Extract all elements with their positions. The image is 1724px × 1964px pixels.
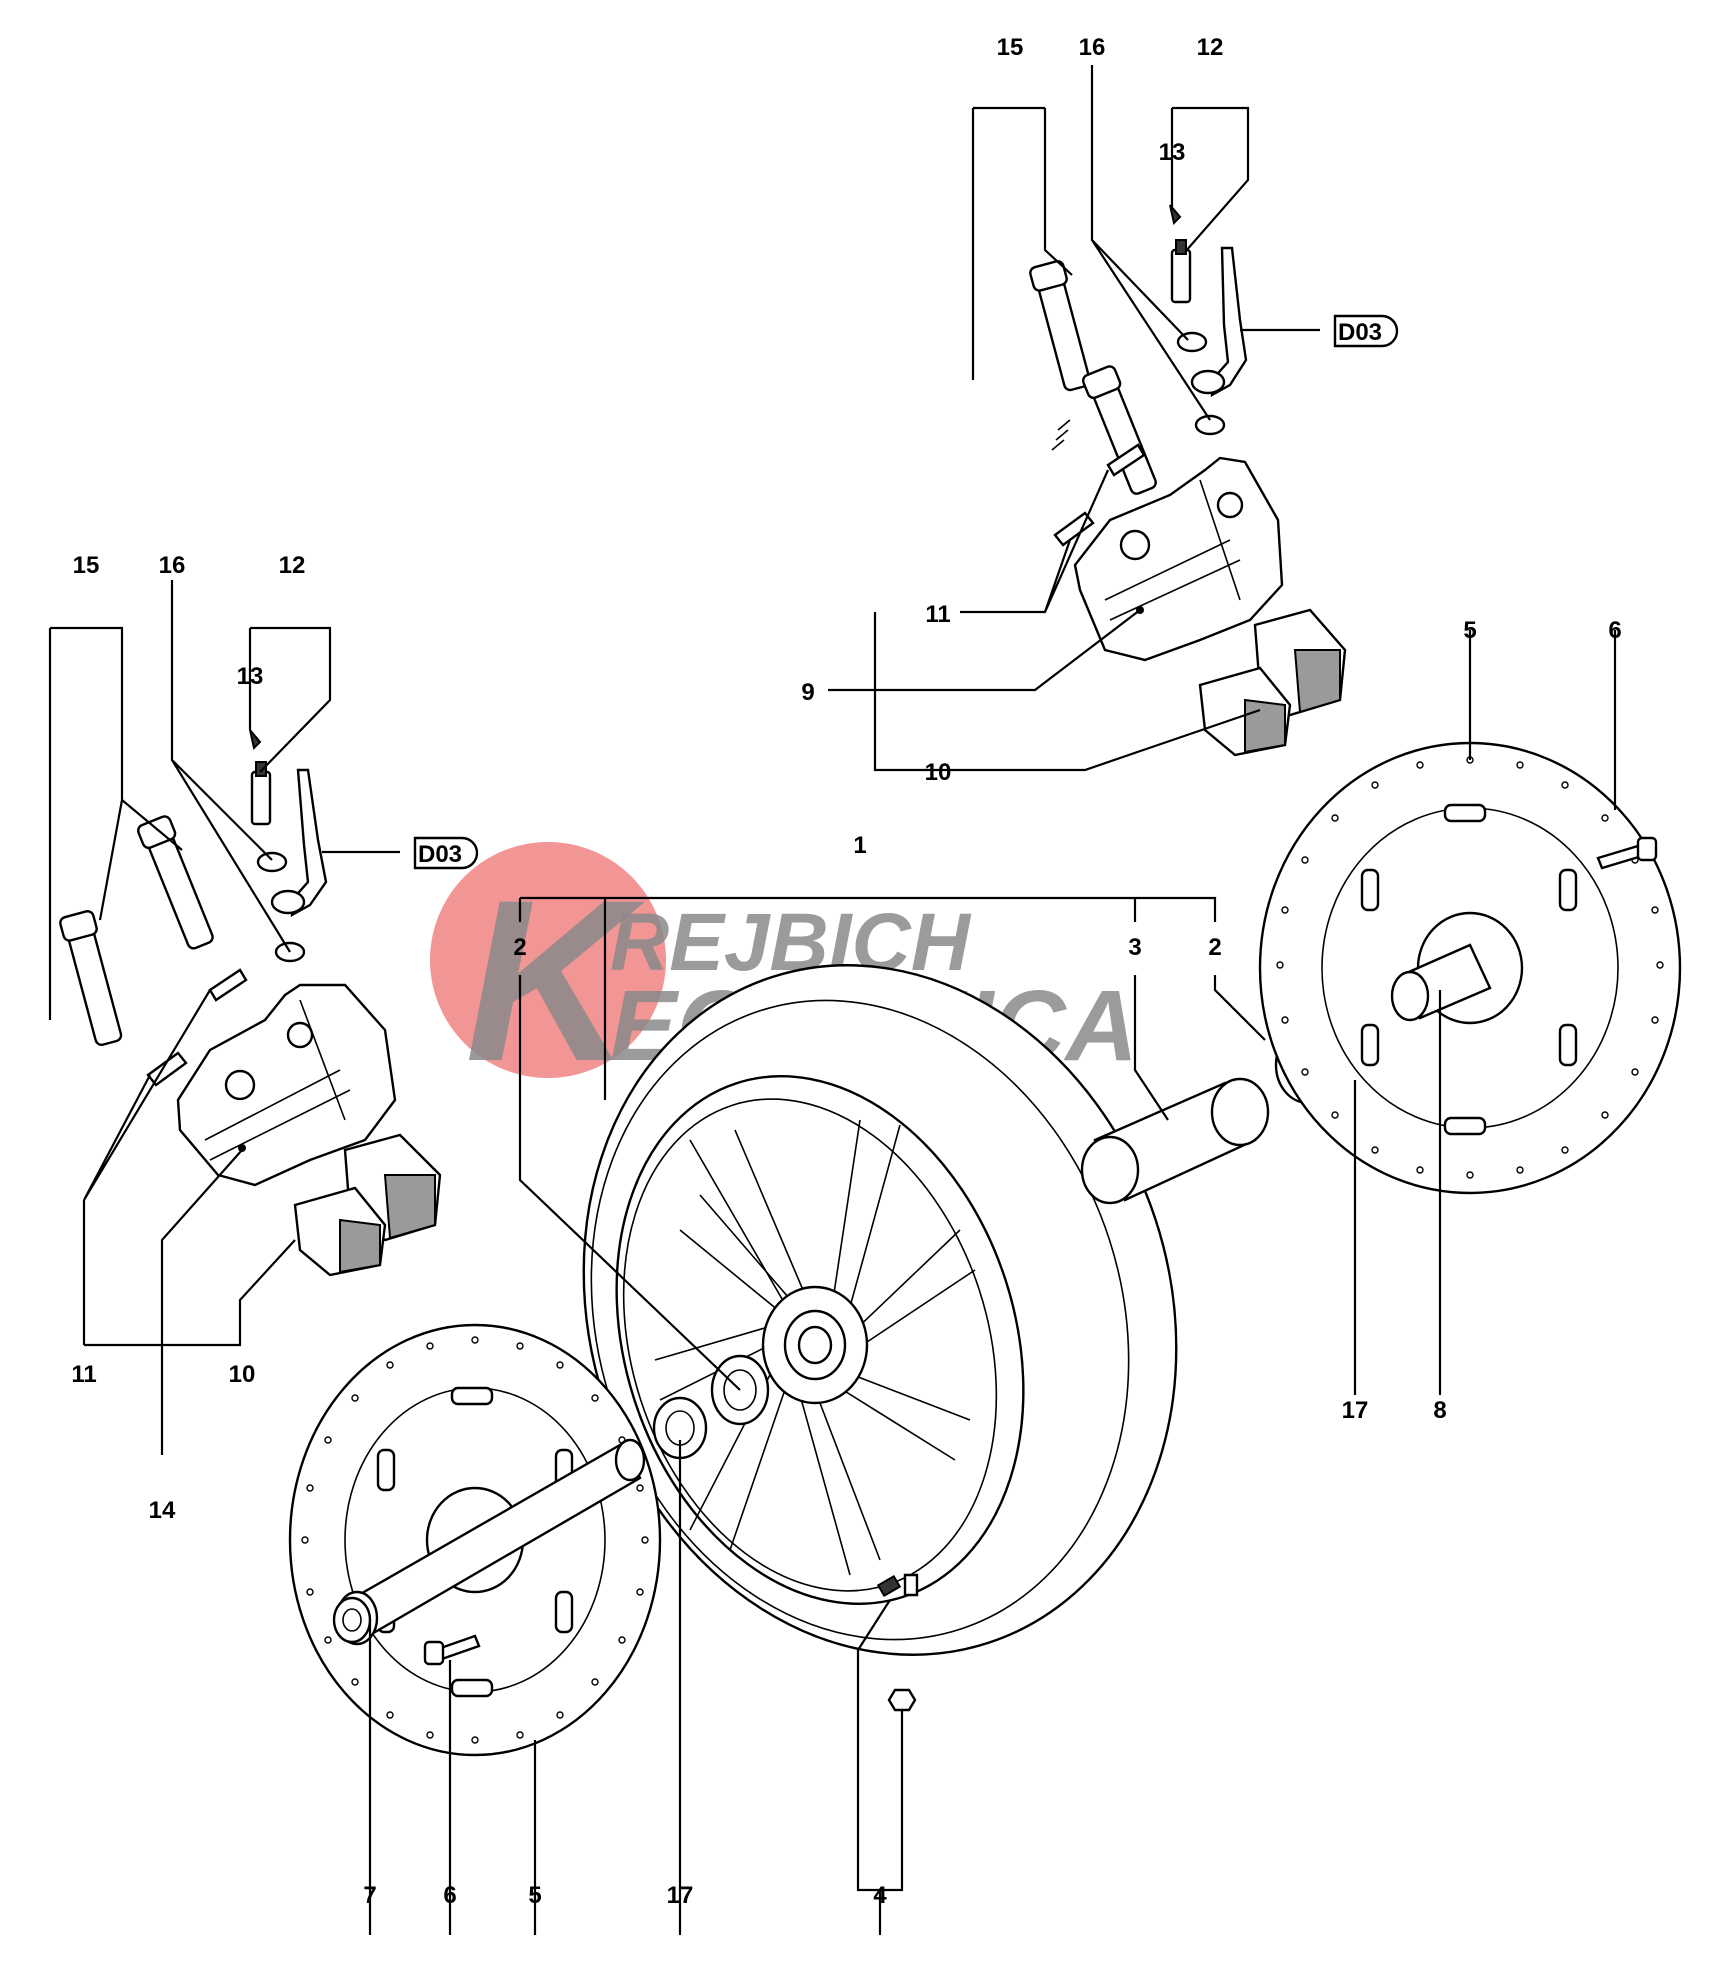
brake-pads-right bbox=[1198, 608, 1347, 757]
pad-clip-left-2 bbox=[208, 968, 248, 1002]
callout-13-left: 13 bbox=[237, 663, 264, 690]
callout-17-right: 17 bbox=[1342, 1397, 1369, 1424]
left-caliper-assembly bbox=[59, 729, 442, 1277]
bleed-valve-right bbox=[1169, 204, 1192, 304]
callout-10-left: 10 bbox=[229, 1361, 256, 1388]
callout-3: 3 bbox=[1128, 934, 1141, 961]
callout-4: 4 bbox=[873, 1882, 887, 1909]
reference-box-d03-left-label: D03 bbox=[418, 841, 462, 868]
callout-7: 7 bbox=[363, 1882, 376, 1909]
callout-2-right: 2 bbox=[1208, 934, 1221, 961]
callout-13-top: 13 bbox=[1159, 139, 1186, 166]
caliper-bolt-right-2 bbox=[1082, 365, 1157, 495]
pad-clip-right-1 bbox=[1053, 511, 1095, 547]
callout-12-left: 12 bbox=[279, 552, 306, 579]
axle-right bbox=[1390, 943, 1492, 1022]
callout-15-left: 15 bbox=[73, 552, 100, 579]
caliper-bolt-left-2 bbox=[137, 815, 214, 950]
axle-nut bbox=[332, 1596, 372, 1644]
pad-clip-right-2 bbox=[1106, 443, 1146, 477]
callout-6-right: 6 bbox=[1608, 617, 1621, 644]
wheel-spacer-tube bbox=[1080, 1077, 1270, 1205]
callout-12-top: 12 bbox=[1197, 34, 1224, 61]
disc-bolt-right bbox=[1596, 836, 1658, 870]
callout-1: 1 bbox=[853, 832, 866, 859]
callout-11-left: 11 bbox=[71, 1361, 96, 1388]
right-caliper-assembly bbox=[1029, 204, 1347, 757]
callout-10-top: 10 bbox=[925, 759, 952, 786]
caliper-bolt-right bbox=[1029, 260, 1091, 451]
callout-6-left: 6 bbox=[443, 1882, 456, 1909]
caliper-bolt-left bbox=[59, 910, 123, 1047]
callout-11-top: 11 bbox=[925, 601, 950, 628]
watermark-monogram: K bbox=[465, 852, 646, 1109]
leader-lines bbox=[48, 65, 1617, 1935]
washer-right-1 bbox=[1176, 331, 1208, 353]
washer-right-2 bbox=[1194, 414, 1226, 436]
disc-bolt-left bbox=[423, 1634, 481, 1666]
brake-disc-left bbox=[288, 1323, 662, 1757]
banjo-fitting-right bbox=[1190, 369, 1226, 395]
callout-9: 9 bbox=[801, 679, 814, 706]
reference-box-d03-right-label: D03 bbox=[1338, 319, 1382, 346]
callout-16-left: 16 bbox=[159, 552, 186, 579]
callout-17-left: 17 bbox=[667, 1882, 694, 1909]
brake-caliper-left bbox=[176, 983, 397, 1187]
callout-2-left: 2 bbox=[513, 934, 526, 961]
callout-15-top: 15 bbox=[997, 34, 1024, 61]
brake-disc-right bbox=[1258, 741, 1682, 1195]
bleed-valve-left bbox=[249, 729, 272, 826]
callout-numbers: 15 16 12 13 11 9 10 5 6 15 16 12 13 1 2 … bbox=[71, 34, 1621, 1909]
banjo-fitting-left bbox=[270, 889, 306, 915]
callout-5-right: 5 bbox=[1463, 617, 1476, 644]
wheel-spokes bbox=[654, 1119, 976, 1576]
brake-caliper-right bbox=[1073, 456, 1284, 662]
brake-pads-left bbox=[293, 1133, 442, 1277]
tire-valve bbox=[876, 1573, 919, 1712]
callout-14: 14 bbox=[149, 1497, 176, 1524]
callout-8: 8 bbox=[1433, 1397, 1446, 1424]
watermark-circle bbox=[430, 842, 666, 1078]
front-wheel bbox=[582, 964, 1178, 1712]
washer-left-1 bbox=[256, 851, 288, 873]
callout-5-left: 5 bbox=[528, 1882, 541, 1909]
pad-clip-left-1 bbox=[146, 1051, 188, 1087]
reference-box-d03-left: D03 bbox=[413, 836, 479, 870]
reference-box-d03-right: D03 bbox=[1333, 314, 1399, 348]
callout-16-top: 16 bbox=[1079, 34, 1106, 61]
